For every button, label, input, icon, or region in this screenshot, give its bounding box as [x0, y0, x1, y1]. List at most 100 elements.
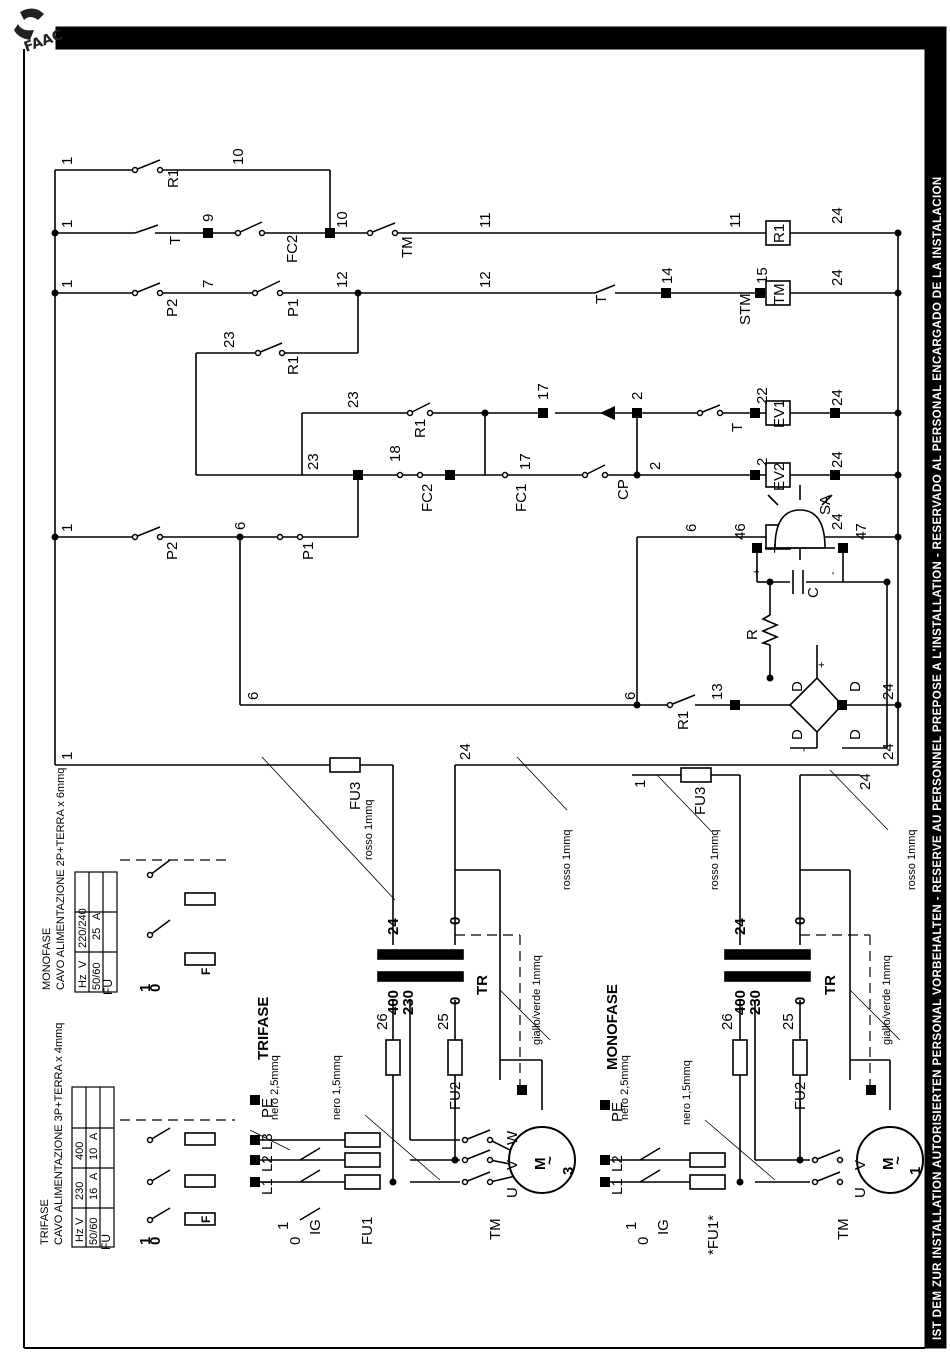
label-R1-c: R1	[412, 419, 429, 438]
trifase-fu: FU	[99, 1234, 113, 1250]
label-TM-a: TM	[399, 236, 416, 258]
wire-rosso-3: rosso 1mmq	[709, 829, 721, 890]
tr-0-b: 0	[447, 997, 464, 1005]
switch-0-b: 0	[635, 1237, 652, 1245]
trifase-cell-16: 16	[88, 1188, 100, 1200]
trifase-cell-400: 400	[74, 1142, 86, 1160]
label-T-b: T	[593, 295, 610, 304]
main-switch-0-b: 0	[147, 984, 164, 992]
label-SA: SA	[817, 495, 834, 515]
switch-0-a: 0	[287, 1237, 304, 1245]
wire-rosso-4: rosso 1mmq	[906, 829, 918, 890]
main-switch-0-a: 0	[147, 1237, 164, 1245]
label-TM-c: TM	[835, 1218, 852, 1240]
wire-18: 18	[387, 445, 404, 462]
wire-24-c: 24	[829, 389, 846, 406]
label-T-c: T	[729, 423, 746, 432]
wire-10-a: 10	[230, 148, 247, 165]
label-D-1: D	[789, 681, 806, 692]
label-F-b: F	[199, 968, 213, 975]
switch-1-b: 1	[623, 1222, 640, 1230]
main-switch-1-a: 1	[137, 1237, 154, 1245]
trifase-cell-hz: Hz	[74, 1229, 86, 1242]
tr-230-b: 230	[747, 990, 764, 1015]
label-C: C	[805, 587, 822, 598]
wire-6-b: 6	[683, 524, 700, 532]
wire-14: 14	[659, 267, 676, 284]
wire-24-b: 24	[829, 269, 846, 286]
wire-11-b: 11	[727, 212, 744, 228]
label-TM-b: TM	[487, 1218, 504, 1240]
label-P2-b: P2	[164, 542, 181, 560]
monofase-fu: FU	[101, 979, 115, 995]
terminal-L1-b: L1	[609, 1178, 626, 1195]
monofase-cell-220: 220/240	[77, 908, 89, 948]
motor-1: 1	[907, 1167, 924, 1175]
wire-17-a: 17	[535, 383, 552, 400]
section-monofase: MONOFASE	[604, 984, 621, 1070]
wire-26-b: 26	[719, 1013, 736, 1030]
wire-24-h: 24	[880, 743, 897, 760]
trifase-cell-230: 230	[74, 1182, 86, 1200]
label-FU1-b: *FU1*	[705, 1215, 722, 1255]
label-D-4: D	[847, 729, 864, 740]
page-frame	[23, 26, 947, 1349]
label-P2-a: P2	[164, 299, 181, 317]
wire-1-e: 1	[59, 752, 76, 760]
wire-1-d: 1	[59, 524, 76, 532]
label-R1-b: R1	[285, 356, 302, 375]
wire-24-f: 24	[880, 683, 897, 700]
label-CP: CP	[615, 479, 632, 500]
motor-monofase	[856, 1126, 924, 1194]
wire-13: 13	[709, 683, 726, 700]
monofase-table-title-2: CAVO ALIMENTAZIONE 2P+TERRA x 6mmq	[55, 768, 67, 990]
wire-23-a: 23	[221, 331, 238, 348]
cap-plus: +	[751, 569, 763, 575]
bridge-minus: -	[798, 748, 810, 752]
terminal-L2-a: L2	[259, 1155, 276, 1172]
wire-giallo-1: giallo/verde 1mmq	[531, 955, 543, 1045]
label-EV1: EV1	[771, 400, 788, 428]
wire-2-c: 2	[754, 458, 771, 466]
terminal-L3: L3	[259, 1133, 276, 1150]
wire-17-b: 17	[517, 453, 534, 470]
wire-11-a: 11	[477, 212, 494, 228]
cap-minus: -	[827, 571, 839, 575]
wire-22: 22	[754, 387, 771, 404]
label-EV2: EV2	[771, 463, 788, 491]
tr-24-b: 24	[732, 918, 749, 935]
label-FC2-b: FC2	[419, 484, 436, 512]
label-STM: STM	[737, 293, 754, 325]
trifase-table-title-2: CAVO ALIMENTAZIONE 3P+TERRA x 4mmq	[53, 1023, 65, 1245]
wire-2-a: 2	[629, 392, 646, 400]
wire-giallo-2: giallo/verde 1mmq	[881, 955, 893, 1045]
label-TM-coil: TM	[771, 283, 788, 305]
label-D-2: D	[847, 681, 864, 692]
main-switch-1-b: 1	[137, 984, 154, 992]
wire-9: 9	[200, 214, 217, 222]
section-trifase: TRIFASE	[255, 997, 272, 1060]
wire-23-c: 23	[305, 453, 322, 470]
terminal-W: W	[504, 1130, 521, 1145]
label-P1-b: P1	[300, 542, 317, 560]
wire-24-d: 24	[829, 451, 846, 468]
terminal-L1-a: L1	[259, 1178, 276, 1195]
label-F-a: F	[199, 1216, 213, 1223]
trifase-cell-a2: A	[88, 1132, 100, 1140]
monofase-cell-25: 25	[91, 928, 103, 940]
monofase-cell-hz: Hz	[77, 975, 89, 988]
components	[184, 220, 811, 1226]
monofase-table-title-1: MONOFASE	[41, 928, 53, 990]
motor-ac-a: ~	[542, 1156, 559, 1165]
label-D-3: D	[789, 729, 806, 740]
dashed-wiring	[120, 859, 871, 1121]
label-R1-coil: R1	[771, 224, 788, 243]
contacts	[131, 159, 844, 1224]
wire-6-d: 6	[622, 692, 639, 700]
motor-3: 3	[560, 1167, 577, 1175]
wire-25-a: 25	[435, 1013, 452, 1030]
wire-12-b: 12	[477, 271, 494, 288]
bridge-plus: +	[816, 662, 828, 668]
wire-23-b: 23	[345, 391, 362, 408]
wire-24-i: 24	[857, 773, 874, 790]
